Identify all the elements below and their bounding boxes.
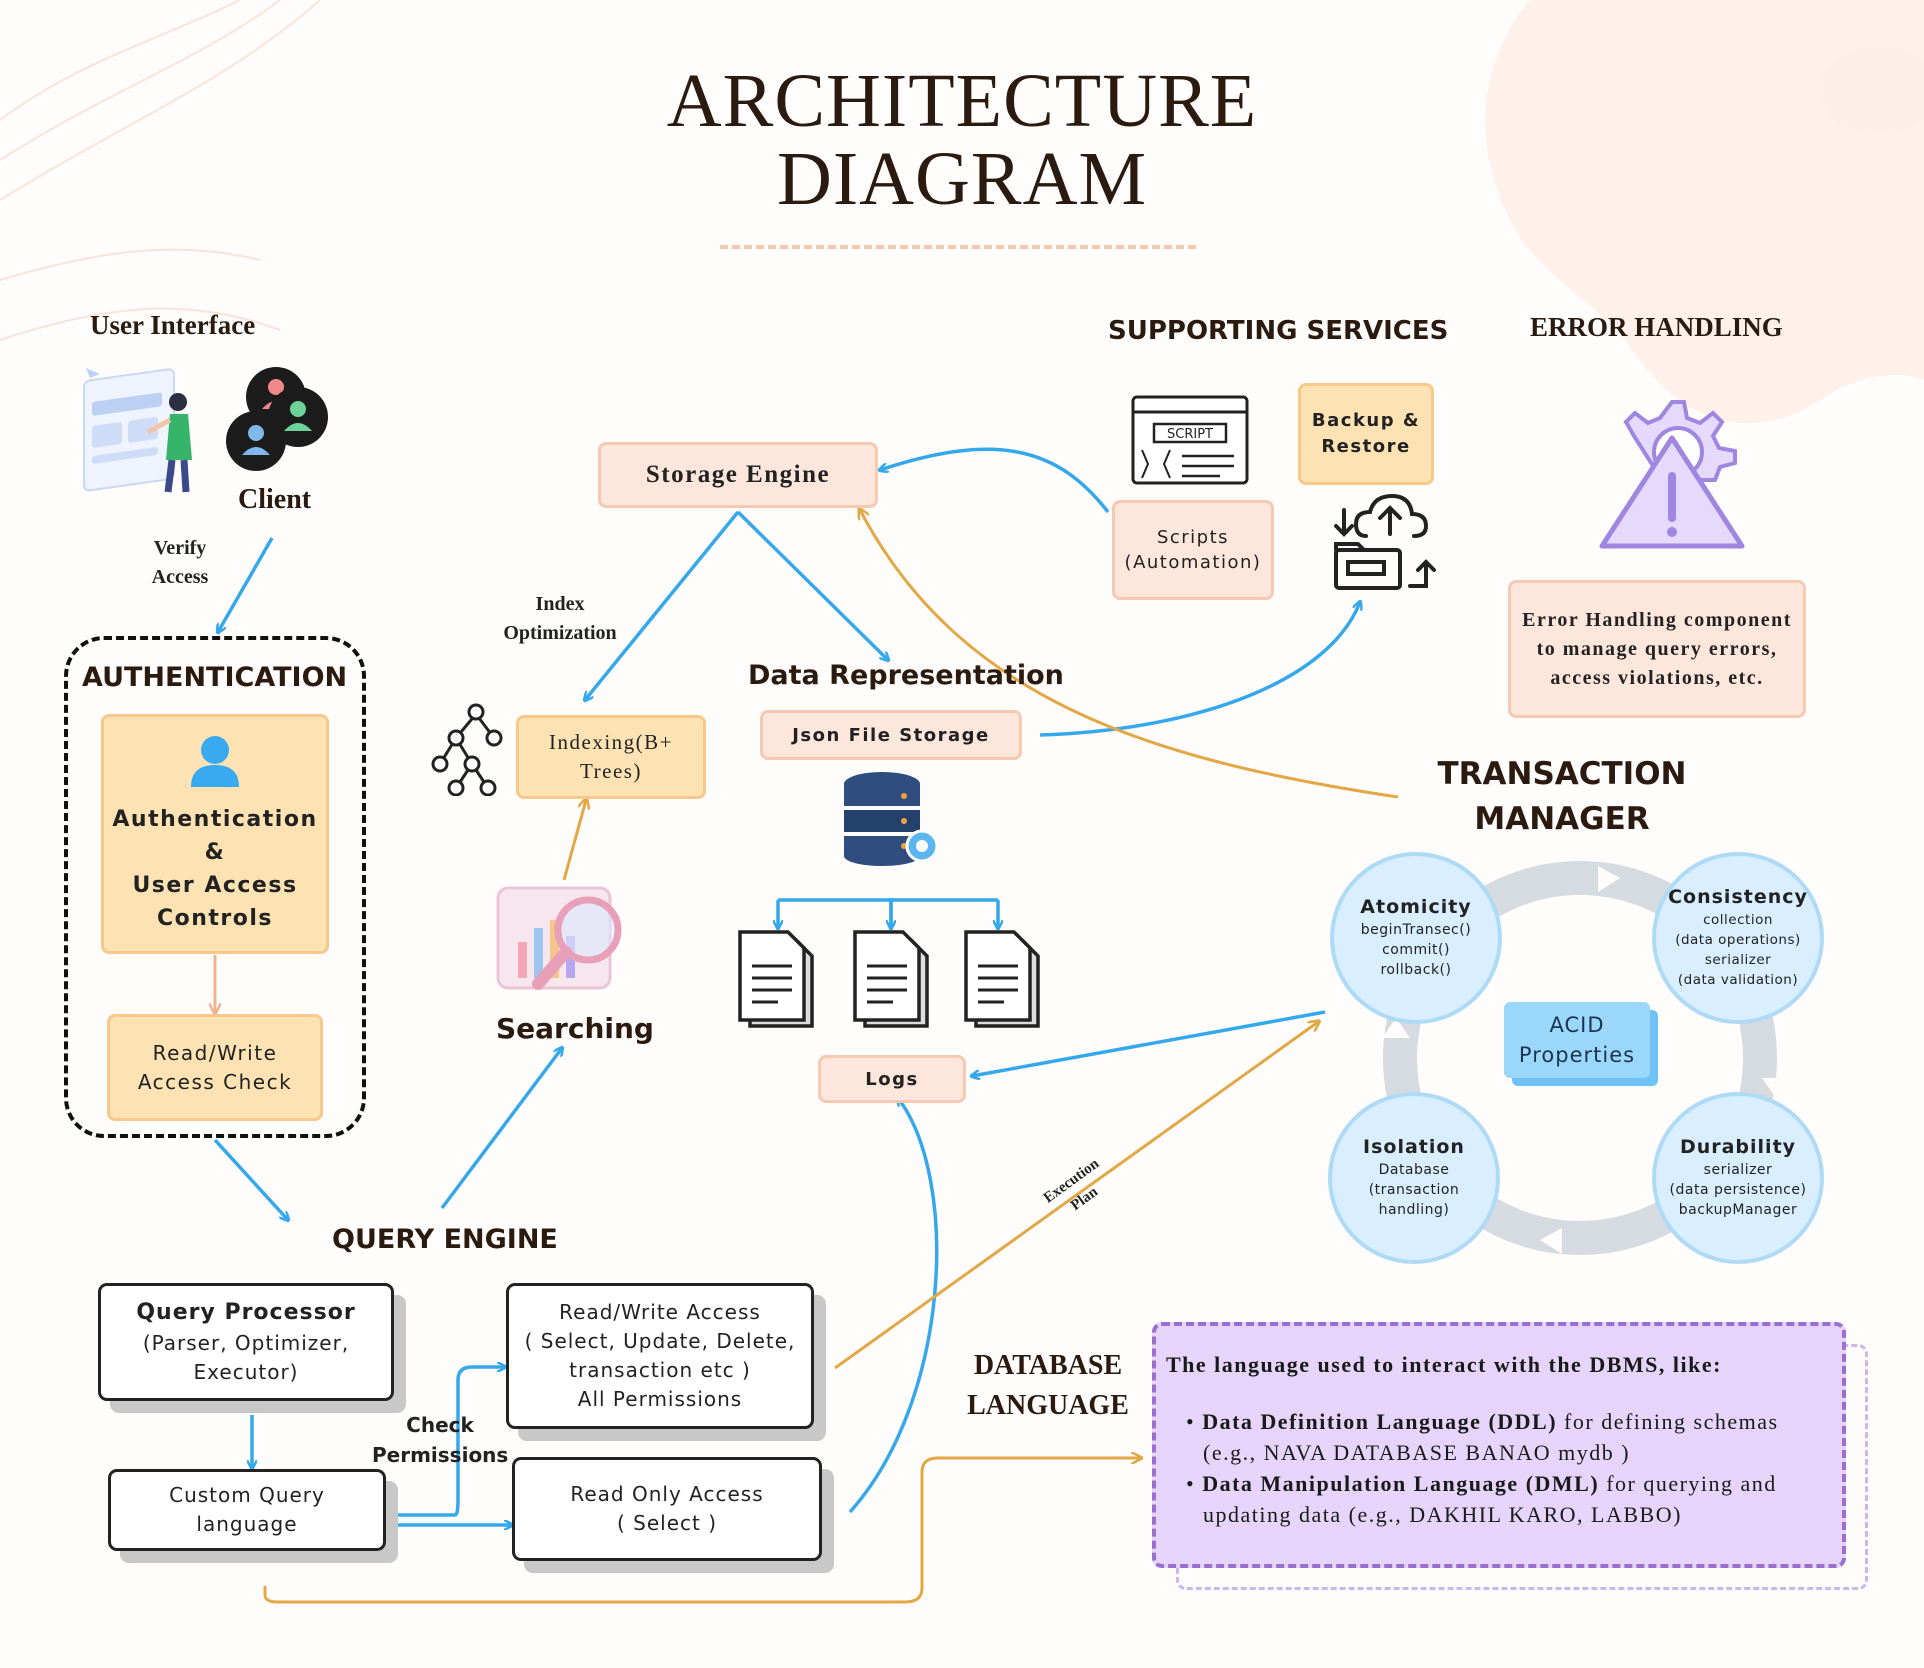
- title-line-2: DIAGRAM: [776, 137, 1148, 221]
- atomicity-desc: beginTransec() commit() rollback(): [1360, 922, 1472, 978]
- isolation-desc: Database (transaction handling): [1368, 1162, 1460, 1218]
- backup-restore-box[interactable]: Backup & Restore: [1298, 383, 1434, 485]
- script-icon-text: SCRIPT: [1167, 427, 1213, 442]
- supporting-services-heading: SUPPORTING SERVICES: [1108, 316, 1449, 346]
- warning-gear-icon: [1599, 400, 1745, 549]
- query-processor-box[interactable]: Query Processor (Parser, Optimizer, Exec…: [98, 1283, 394, 1401]
- custom-query-language-box[interactable]: Custom Query language: [108, 1469, 386, 1551]
- query-processor-title: Query Processor: [136, 1300, 356, 1325]
- ddl-desc: for defining schemas: [1557, 1409, 1779, 1434]
- logs-label: Logs: [865, 1068, 919, 1090]
- client-avatars-icon: [226, 367, 328, 471]
- database-language-heading: DATABASE LANGUAGE: [967, 1350, 1129, 1421]
- index-optimization-label: Index Optimization: [503, 593, 617, 644]
- check-permissions-label: Check Permissions: [372, 1413, 509, 1467]
- consistency-circle[interactable]: Consistency collection (data operations)…: [1652, 852, 1824, 1024]
- durability-desc: serializer (data persistence) backupMana…: [1669, 1162, 1807, 1218]
- storage-engine-box[interactable]: Storage Engine: [598, 442, 878, 508]
- script-window-icon: SCRIPT: [1131, 395, 1249, 485]
- data-representation-heading: Data Representation: [748, 660, 1064, 691]
- acid-cycle-ring: [1382, 861, 1790, 1255]
- isolation-title: Isolation: [1363, 1136, 1465, 1158]
- title-line-1: ARCHITECTURE: [666, 59, 1258, 143]
- searching-icon: [496, 886, 622, 990]
- atomicity-circle[interactable]: Atomicity beginTransec() commit() rollba…: [1330, 852, 1502, 1024]
- indexing-btree-box[interactable]: Indexing(B+ Trees): [516, 715, 706, 799]
- searching-label: Searching: [496, 1012, 654, 1045]
- logs-box[interactable]: Logs: [818, 1055, 966, 1103]
- error-handling-heading: ERROR HANDLING: [1530, 312, 1783, 342]
- durability-title: Durability: [1679, 1136, 1797, 1158]
- read-only-access-label: Read Only Access ( Select ): [570, 1482, 764, 1535]
- tree-icon: [431, 703, 503, 796]
- ddl-title: Data Definition Language (DDL): [1202, 1409, 1558, 1434]
- auth-access-controls-label: Authentication & User Access Controls: [112, 807, 318, 931]
- read-write-access-label: Read/Write Access ( Select, Update, Dele…: [524, 1300, 796, 1411]
- client-label: Client: [238, 484, 312, 515]
- query-engine-heading: QUERY ENGINE: [332, 1224, 558, 1255]
- json-file-storage-box[interactable]: Json File Storage: [760, 710, 1022, 760]
- document-icon-1: [738, 930, 814, 1028]
- database-server-icon: [844, 772, 939, 866]
- scripts-automation-box[interactable]: Scripts (Automation): [1112, 500, 1274, 600]
- indexing-btree-label: Indexing(B+ Trees): [549, 730, 673, 783]
- error-handling-box[interactable]: Error Handling component to manage query…: [1508, 580, 1806, 718]
- transaction-manager-heading: TRANSACTION MANAGER: [1437, 756, 1687, 837]
- query-processor-desc: (Parser, Optimizer, Executor): [142, 1331, 350, 1384]
- user-interface-heading: User Interface: [90, 310, 256, 340]
- dml-desc: for querying and: [1599, 1471, 1777, 1496]
- database-language-box[interactable]: The language used to interact with the D…: [1152, 1322, 1846, 1568]
- verify-access-label: Verify Access: [151, 537, 209, 588]
- read-write-access-box[interactable]: Read/Write Access ( Select, Update, Dele…: [506, 1283, 814, 1429]
- ddl-bullet: •: [1186, 1409, 1203, 1434]
- database-language-intro: The language used to interact with the D…: [1166, 1352, 1722, 1377]
- authentication-heading: AUTHENTICATION: [82, 662, 348, 693]
- isolation-circle[interactable]: Isolation Database (transaction handling…: [1328, 1092, 1500, 1264]
- document-icon-3: [964, 930, 1040, 1028]
- read-write-access-check-label: Read/Write Access Check: [137, 1040, 293, 1094]
- scripts-automation-label: Scripts (Automation): [1124, 527, 1262, 573]
- acid-properties-center: ACID Properties: [1504, 1002, 1650, 1078]
- title-divider: [720, 245, 1196, 249]
- read-only-access-box[interactable]: Read Only Access ( Select ): [512, 1457, 822, 1561]
- read-write-access-check-box[interactable]: Read/Write Access Check: [107, 1014, 323, 1121]
- page-title: ARCHITECTURE DIAGRAM: [0, 62, 1924, 218]
- consistency-title: Consistency: [1668, 886, 1808, 908]
- acid-properties-label: ACID Properties: [1518, 1013, 1636, 1067]
- dml-bullet: •: [1186, 1471, 1203, 1496]
- atomicity-title: Atomicity: [1360, 896, 1472, 918]
- cloud-backup-icon: [1334, 493, 1436, 590]
- ddl-example: (e.g., NAVA DATABASE BANAO mydb ): [1203, 1440, 1631, 1465]
- auth-access-controls-box[interactable]: Authentication & User Access Controls: [101, 714, 329, 954]
- dml-item: • Data Manipulation Language (DML) for q…: [1166, 1468, 1842, 1530]
- ddl-item: • Data Definition Language (DDL) for def…: [1166, 1406, 1842, 1468]
- dml-example: updating data (e.g., DAKHIL KARO, LABBO): [1203, 1502, 1682, 1527]
- error-handling-description: Error Handling component to manage query…: [1522, 608, 1792, 689]
- backup-restore-label: Backup & Restore: [1311, 410, 1421, 457]
- custom-query-language-label: Custom Query language: [169, 1483, 325, 1536]
- document-icon-2: [853, 930, 929, 1028]
- storage-engine-label: Storage Engine: [645, 461, 831, 488]
- durability-circle[interactable]: Durability serializer (data persistence)…: [1652, 1092, 1824, 1264]
- ui-illustration-icon: [83, 368, 192, 493]
- dml-title: Data Manipulation Language (DML): [1202, 1471, 1600, 1496]
- consistency-desc: collection (data operations) serializer …: [1675, 912, 1801, 988]
- authentication-group: [64, 636, 366, 1138]
- user-icon: [191, 736, 239, 787]
- json-file-storage-label: Json File Storage: [792, 724, 990, 746]
